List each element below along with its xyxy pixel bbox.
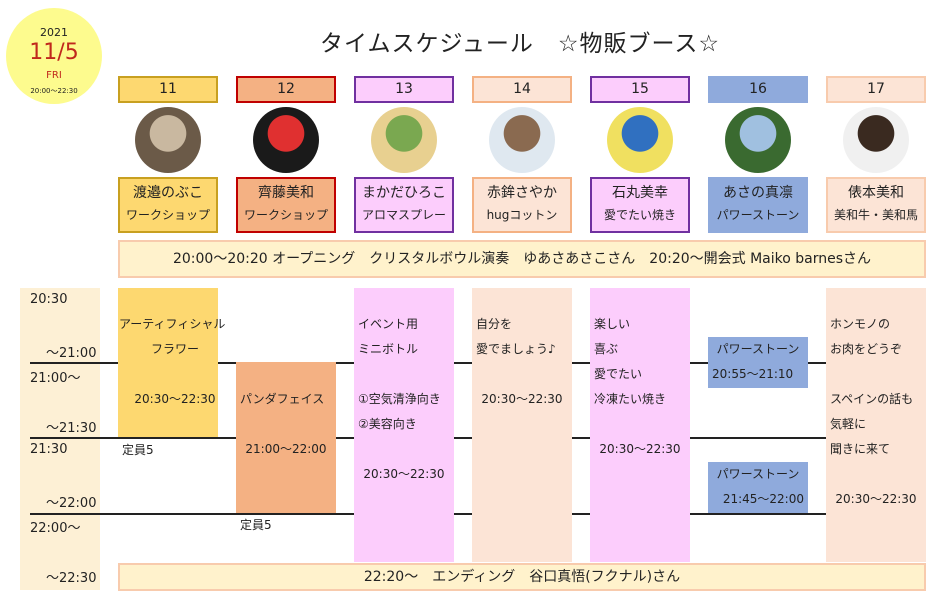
- block-text: パンダフェイス: [240, 392, 325, 406]
- year: 2021: [40, 26, 68, 39]
- block-text: 楽しい: [594, 317, 631, 331]
- block-text: 20:30～22:30: [835, 492, 917, 506]
- vendor-name: 赤鉾さやか: [487, 185, 557, 201]
- vendor-item: ワークショップ: [243, 208, 328, 222]
- booth-number: 14: [472, 76, 572, 103]
- vendor-item: 美和牛・美和馬: [833, 208, 918, 222]
- avatar: [725, 107, 791, 173]
- block-text: アーティフィシャル: [119, 317, 226, 331]
- block-text: フラワー: [150, 342, 199, 356]
- schedule-block-b15: [590, 288, 690, 562]
- schedule-block-b16b: [708, 462, 808, 513]
- block-text: 気軽に: [830, 417, 867, 431]
- block-text: 喜ぶ: [594, 342, 619, 356]
- block-text: 愛でたい: [594, 367, 643, 381]
- time-label: ～21:30: [46, 421, 97, 436]
- vendor-name: 俵本美和: [848, 185, 904, 201]
- avatar: [607, 107, 673, 173]
- avatar: [135, 107, 201, 173]
- avatar: [843, 107, 909, 173]
- vendor-name: 渡邉のぶこ: [133, 185, 203, 201]
- opening-banner: 20:00～20:20 オープニング クリスタルボウル演奏 ゆあさあさこさん 2…: [118, 240, 926, 278]
- block-text: 20:30～22:30: [599, 442, 681, 456]
- ending-banner: 22:20～ エンディング 谷口真悟(フクナル)さん: [118, 563, 926, 591]
- time-label: 21:30: [30, 442, 68, 457]
- block-text: スペインの話も: [830, 392, 914, 406]
- vendor-name: まかだひろこ: [362, 185, 446, 201]
- avatar: [253, 107, 319, 173]
- block-text: イベント用: [358, 317, 419, 331]
- vendor-name: 齊藤美和: [258, 185, 314, 201]
- booth-name-card: あさの真凛 パワーストーン: [708, 177, 808, 233]
- booth-number: 13: [354, 76, 454, 103]
- schedule-block-b13: [354, 288, 454, 562]
- vendor-item: hugコットン: [486, 208, 558, 222]
- block-text: ホンモノの: [830, 317, 891, 331]
- block-text: ①空気清浄向き: [358, 392, 441, 406]
- vendor-item: パワーストーン: [716, 208, 800, 222]
- booth-number: 16: [708, 76, 808, 103]
- block-text: 21:45～22:00: [722, 492, 804, 506]
- booth-number: 17: [826, 76, 926, 103]
- block-text: ミニボトル: [358, 342, 419, 356]
- block-text: 20:30～22:30: [134, 392, 216, 406]
- time-column: [20, 288, 100, 590]
- block-text: 20:55～21:10: [712, 367, 794, 381]
- booth-name-card: 齊藤美和 ワークショップ: [236, 177, 336, 233]
- block-text: 20:30～22:30: [481, 392, 563, 406]
- block-text: 21:00～22:00: [245, 442, 327, 456]
- time-label: ～21:00: [46, 346, 97, 361]
- block-text: パワーストーン: [716, 342, 800, 356]
- time-label: 20:30: [30, 292, 68, 307]
- time-label: ～22:30: [46, 571, 97, 586]
- schedule-block-b12: [236, 362, 336, 513]
- avatar: [371, 107, 437, 173]
- schedule-block-b16a: [708, 337, 808, 388]
- capacity-label: 定員5: [122, 443, 154, 457]
- vendor-name: 石丸美幸: [612, 185, 668, 201]
- capacity-label: 定員5: [240, 518, 272, 532]
- block-text: 20:30～22:30: [363, 467, 445, 481]
- booth-number: 12: [236, 76, 336, 103]
- weekday: FRI: [46, 70, 62, 81]
- block-text: ②美容向き: [358, 417, 417, 431]
- vendor-name: あさの真凛: [723, 185, 793, 201]
- block-text: 自分を: [476, 317, 513, 331]
- hours: 20:00～22:30: [30, 87, 78, 95]
- vendor-item: 愛でたい焼き: [603, 208, 676, 222]
- booth-name-card: まかだひろこ アロマスプレー: [354, 177, 454, 233]
- time-label: 21:00～: [30, 371, 81, 386]
- booth-name-card: 渡邉のぶこ ワークショップ: [118, 177, 218, 233]
- vendor-item: アロマスプレー: [361, 208, 446, 222]
- block-text: お肉をどうぞ: [830, 342, 903, 356]
- schedule-block-b11: [118, 288, 218, 437]
- block-text: 冷凍たい焼き: [594, 392, 667, 406]
- avatar: [489, 107, 555, 173]
- page-title: タイムスケジュール ☆物販ブース☆: [320, 31, 721, 57]
- time-label: ～22:00: [46, 496, 97, 511]
- booth-name-card: 石丸美幸 愛でたい焼き: [590, 177, 690, 233]
- date-badge: 2021 11/5 FRI 20:00～22:30: [6, 8, 102, 104]
- booth-name-card: 赤鉾さやか hugコットン: [472, 177, 572, 233]
- block-text: 聞きに来て: [830, 442, 891, 456]
- block-text: 愛でましょう♪: [476, 342, 556, 356]
- booth-name-card: 俵本美和 美和牛・美和馬: [826, 177, 926, 233]
- time-label: 22:00～: [30, 521, 81, 536]
- schedule-block-b14: [472, 288, 572, 562]
- booth-number: 11: [118, 76, 218, 103]
- block-text: パワーストーン: [716, 467, 800, 481]
- vendor-item: ワークショップ: [125, 208, 210, 222]
- schedule-block-b17: [826, 288, 926, 562]
- day: 11/5: [29, 40, 79, 65]
- booth-number: 15: [590, 76, 690, 103]
